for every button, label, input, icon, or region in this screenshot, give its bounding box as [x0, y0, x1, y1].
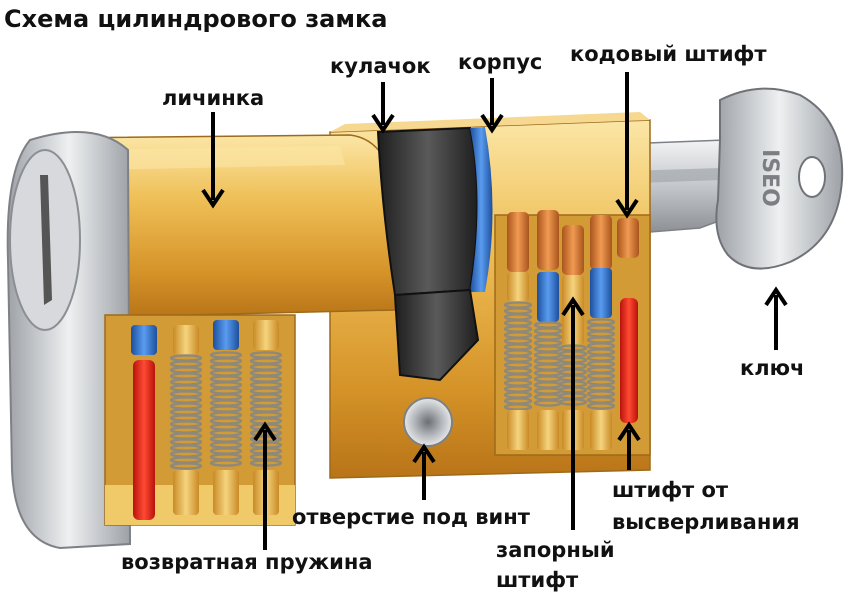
- label-anti-drill-pin-line1: штифт от: [612, 478, 729, 502]
- bottom-pin-right-1: [507, 410, 529, 450]
- label-anti-drill-pin-line2: высверливания: [612, 510, 800, 534]
- anti-drill-pin-left: [133, 360, 155, 520]
- brass-pin-left-1: [173, 325, 199, 355]
- cam-ring: [376, 126, 479, 297]
- blue-pin-right-2: [590, 268, 612, 318]
- arrow-code-pin: [615, 72, 639, 219]
- key-bow: [715, 87, 844, 270]
- code-pin-4: [590, 215, 612, 270]
- blue-pin-left-1: [131, 325, 157, 355]
- spring-left-2: [209, 351, 243, 467]
- front-face: [6, 131, 132, 550]
- arrow-screw-hole: [412, 443, 436, 500]
- cam-lug: [393, 288, 480, 382]
- label-body: корпус: [458, 50, 543, 74]
- label-key: ключ: [740, 356, 805, 380]
- bottom-pin-right-4: [590, 410, 612, 450]
- blue-pin-right-1: [537, 272, 559, 322]
- diagram-title: Схема цилиндрового замка: [4, 5, 388, 33]
- arrow-anti-drill: [617, 421, 641, 470]
- arrow-cam: [371, 82, 395, 134]
- code-pin-1: [507, 212, 529, 272]
- bottom-pin-right-2: [537, 410, 559, 450]
- key-brand-text: ISEO: [757, 149, 782, 207]
- arrow-lock-pin: [561, 296, 585, 530]
- brass-pin-right-1: [507, 272, 529, 302]
- cam-blue-ring: [470, 127, 493, 292]
- right-pin-stacks: [503, 210, 639, 450]
- plug-highlight: [90, 146, 345, 170]
- arrow-plug: [201, 112, 225, 209]
- code-pin-5: [617, 218, 639, 258]
- label-lock-pin-line2: штифт: [496, 568, 579, 592]
- spring-right-1: [503, 301, 533, 411]
- arrow-body: [480, 78, 504, 134]
- springs-right: [503, 301, 616, 411]
- label-cam: кулачок: [330, 54, 431, 78]
- bottom-pin-left-2: [213, 470, 239, 515]
- callout-arrows: [201, 72, 788, 550]
- spring-right-2: [533, 321, 563, 407]
- spring-left-1: [169, 354, 203, 470]
- brass-pin-left-2: [253, 320, 279, 350]
- anti-drill-pin-right: [620, 298, 638, 423]
- keyway-slot: [40, 175, 52, 305]
- label-plug: личинка: [162, 86, 265, 110]
- screw-hole: [403, 397, 453, 447]
- springs-left: [169, 351, 283, 470]
- cam: [376, 126, 493, 382]
- label-code-pin: кодовый штифт: [570, 42, 767, 66]
- blue-pin-left-2: [213, 320, 239, 350]
- left-pin-stacks: [131, 320, 283, 520]
- key-hole: [798, 156, 826, 198]
- arrow-spring: [253, 421, 277, 550]
- spring-right-4: [586, 318, 616, 410]
- label-lock-pin-line1: запорный: [496, 538, 615, 562]
- label-screw-hole: отверстие под винт: [292, 505, 530, 529]
- bottom-pin-left-1: [173, 470, 199, 515]
- code-pin-2: [537, 210, 559, 270]
- code-pin-3: [562, 225, 584, 275]
- arrow-key: [764, 286, 788, 350]
- label-return-spring: возвратная пружина: [121, 550, 373, 574]
